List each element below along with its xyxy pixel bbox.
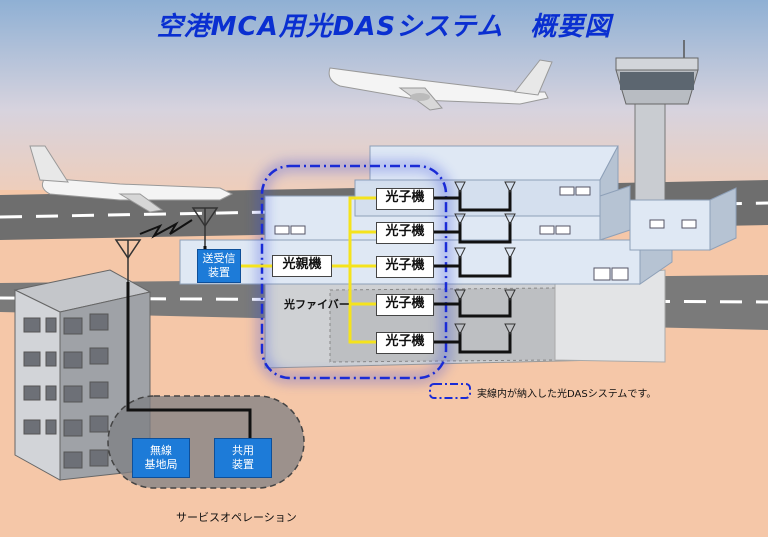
radio-base-station: 無線 基地局: [132, 438, 190, 478]
page-title: 空港MCA用光DASシステム 概要図: [156, 12, 612, 42]
optical-slave-unit: 光子機: [376, 222, 434, 244]
backhaul-cable: [126, 282, 252, 462]
indoor-antenna-icons: [454, 181, 516, 336]
optical-slave-unit: 光子機: [376, 294, 434, 316]
shared-equipment: 共用 装置: [214, 438, 272, 478]
fiber-label: 光ファイバー: [284, 298, 350, 311]
optical-master-unit: 光親機: [272, 255, 332, 277]
legend-text: 実線内が納入した光DASシステムです。: [477, 389, 657, 400]
optical-fiber-lines: [238, 196, 376, 344]
airplane-flying-icon: [328, 59, 553, 111]
service-operation-label: サービスオペレーション: [176, 511, 297, 524]
das-system-outline: [260, 164, 448, 380]
optical-slave-unit: 光子機: [376, 188, 434, 210]
antenna-rooftop-icon: [114, 207, 219, 282]
control-tower-icon: [615, 40, 699, 201]
radio-link-icon: [139, 219, 193, 239]
airplane-taxi-icon: [29, 145, 234, 213]
optical-slave-unit: 光子機: [376, 256, 434, 278]
optical-slave-unit: 光子機: [376, 332, 434, 354]
tx-rx-device: 送受信 装置: [197, 249, 241, 283]
legend-outline-sample: [429, 383, 471, 399]
